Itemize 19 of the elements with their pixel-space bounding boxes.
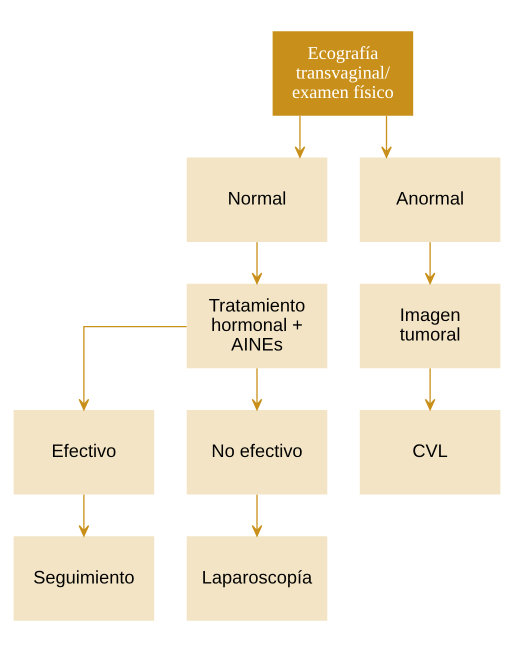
arrow bbox=[78, 494, 90, 537]
node-box: Normal bbox=[186, 157, 328, 242]
node-box: Anormal bbox=[360, 157, 500, 242]
node-box: Seguimiento bbox=[14, 536, 154, 621]
node-box: Tratamiento hormonal + AINEs bbox=[186, 284, 328, 368]
arrow bbox=[294, 116, 306, 158]
arrow bbox=[252, 494, 262, 537]
node-box: Laparoscopía bbox=[186, 536, 328, 621]
arrow bbox=[381, 116, 392, 158]
node-box: No efectivo bbox=[186, 410, 328, 495]
arrow bbox=[252, 242, 262, 284]
arrow bbox=[78, 326, 187, 410]
node-box: CVL bbox=[360, 410, 500, 495]
arrow bbox=[252, 368, 262, 410]
arrow bbox=[424, 242, 436, 284]
arrow bbox=[424, 368, 436, 410]
node-box: Ecografía transvaginal/ examen físico bbox=[272, 31, 414, 116]
node-box: Efectivo bbox=[14, 410, 154, 495]
node-box: Imagen tumoral bbox=[360, 284, 500, 368]
